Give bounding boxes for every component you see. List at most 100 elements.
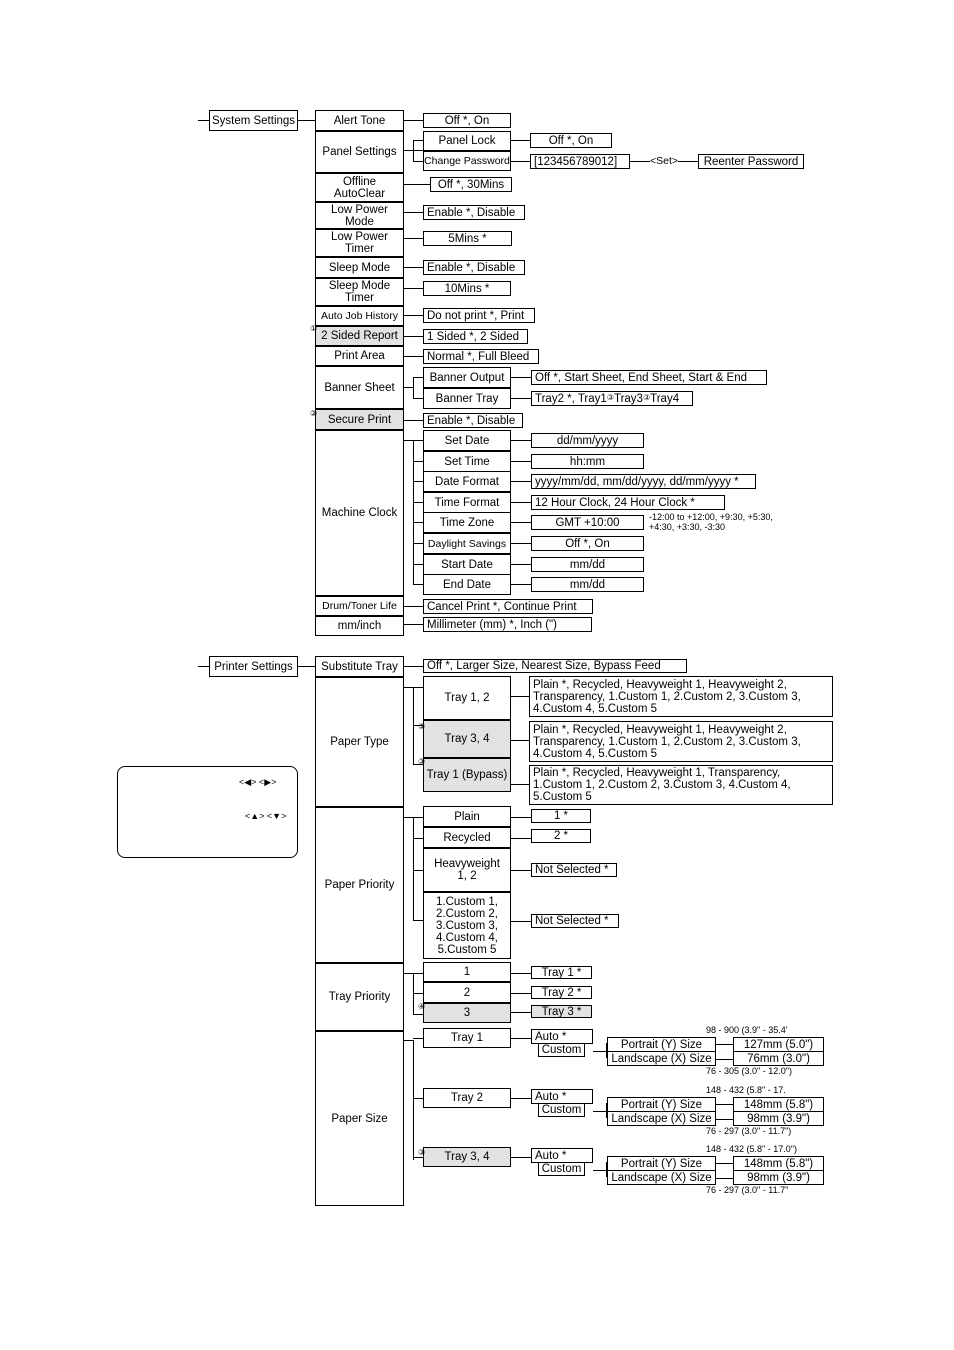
connector-line xyxy=(403,184,430,185)
tray2-custom-value: Custom xyxy=(538,1103,585,1117)
secure-print-node: Secure Print xyxy=(315,409,404,430)
time-zone-value: GMT +10:00 xyxy=(531,515,644,530)
drum-toner-life-value: Cancel Print *, Continue Print xyxy=(423,599,593,614)
connector-line xyxy=(716,1163,733,1164)
tray34-landscape-range: 76 - 297 (3.0" - 11.7" xyxy=(706,1185,789,1195)
tray1-landscape-range: 76 - 305 (3.0" - 12.0") xyxy=(706,1066,792,1076)
circled-three-mark: ③ xyxy=(418,722,426,731)
low-power-timer-value: 5Mins * xyxy=(423,231,512,246)
tray-3-4-type-value: Plain *, Recycled, Heavyweight 1, Heavyw… xyxy=(529,721,833,762)
printer-settings-node: Printer Settings xyxy=(209,656,298,677)
mm-inch-node: mm/inch xyxy=(315,616,404,636)
low-power-mode-node: Low Power Mode xyxy=(315,202,404,229)
connector-line xyxy=(511,696,529,697)
connector-line xyxy=(716,1104,733,1105)
offline-autoclear-node: Offline AutoClear xyxy=(315,173,404,202)
connector-line xyxy=(413,764,423,765)
tray-priority-1-node: 1 xyxy=(423,962,511,982)
connector-line xyxy=(606,1162,607,1177)
circled-three-mark: ③ xyxy=(606,393,614,402)
connector-line xyxy=(403,666,423,667)
heavyweight-priority-value: Not Selected * xyxy=(531,863,617,877)
set-time-node: Set Time xyxy=(423,451,511,472)
connector-line xyxy=(403,387,413,388)
tray-priority-3-node: 3 xyxy=(423,1003,511,1023)
tray34-landscape-node: Landscape (X) Size xyxy=(607,1170,716,1185)
connector-line xyxy=(413,920,423,921)
connector-line xyxy=(511,973,531,974)
connector-line xyxy=(413,161,423,162)
connector-line xyxy=(413,377,423,378)
connector-line xyxy=(198,666,209,667)
tray-priority-3-value: Tray 3 * xyxy=(531,1005,592,1018)
connector-line xyxy=(298,120,315,121)
tray1-portrait-node: Portrait (Y) Size xyxy=(607,1037,716,1052)
connector-line xyxy=(511,1098,531,1099)
offline-autoclear-value: Off *, 30Mins xyxy=(430,177,512,192)
connector-line xyxy=(606,1117,607,1118)
connector-line xyxy=(511,502,531,503)
connector-line xyxy=(403,212,423,213)
key-legend-box: <◀> <▶> <▲> <▼> xyxy=(117,766,298,858)
connector-line xyxy=(413,1040,414,1160)
end-date-value: mm/dd xyxy=(531,577,644,592)
connector-line xyxy=(606,1103,607,1118)
mm-inch-value: Millimeter (mm) *, Inch (") xyxy=(423,617,592,632)
circled-three-mark: ③ xyxy=(418,757,426,766)
tray2-portrait-range: 148 - 432 (5.8" - 17. xyxy=(706,1085,786,1095)
connector-line xyxy=(716,1178,733,1179)
tray-priority-2-value: Tray 2 * xyxy=(531,986,592,999)
connector-line xyxy=(593,1170,607,1171)
connector-line xyxy=(511,817,531,818)
tray2-landscape-node: Landscape (X) Size xyxy=(607,1111,716,1126)
connector-line xyxy=(511,161,530,162)
set-key-label: <Set> xyxy=(650,155,678,167)
connector-line xyxy=(198,120,209,121)
connector-line xyxy=(511,993,531,994)
connector-line xyxy=(511,784,529,785)
connector-line xyxy=(511,870,531,871)
date-format-node: Date Format xyxy=(423,471,511,492)
connector-line xyxy=(413,687,423,688)
connector-line xyxy=(593,1051,607,1052)
tray2-landscape-range: 76 - 297 (3.0" - 11.7") xyxy=(706,1126,792,1136)
connector-line xyxy=(511,377,531,378)
tray34-portrait-value: 148mm (5.8") xyxy=(733,1156,824,1171)
tray2-landscape-value: 98mm (3.9") xyxy=(733,1111,824,1126)
panel-lock-value: Off *, On xyxy=(530,133,612,148)
substitute-tray-node: Substitute Tray xyxy=(315,656,404,677)
print-area-node: Print Area xyxy=(315,346,404,366)
tray1-auto-value: Auto * xyxy=(531,1029,593,1044)
tray-priority-1-value: Tray 1 * xyxy=(531,966,592,979)
connector-line xyxy=(606,1043,607,1058)
drum-toner-life-node: Drum/Toner Life xyxy=(315,596,404,616)
tray34-size-node: Tray 3, 4 xyxy=(423,1147,511,1167)
connector-line xyxy=(403,356,423,357)
auto-job-history-value: Do not print *, Print xyxy=(423,308,535,323)
connector-line xyxy=(716,1059,733,1060)
connector-line xyxy=(413,543,423,544)
connector-line xyxy=(403,288,423,289)
substitute-tray-value: Off *, Larger Size, Nearest Size, Bypass… xyxy=(423,659,687,673)
connector-line xyxy=(678,161,698,162)
paper-type-node: Paper Type xyxy=(315,677,404,807)
connector-line xyxy=(511,481,531,482)
connector-line xyxy=(403,315,423,316)
circled-two-mark: ② xyxy=(310,409,318,418)
two-sided-report-node: 2 Sided Report xyxy=(315,326,404,346)
connector-line xyxy=(413,140,423,141)
tray1-portrait-range: 98 - 900 (3.9" - 35.4' xyxy=(706,1025,788,1035)
tray2-portrait-node: Portrait (Y) Size xyxy=(607,1097,716,1112)
connector-line xyxy=(298,666,315,667)
connector-line xyxy=(413,1098,423,1099)
alert-tone-node: Alert Tone xyxy=(315,110,404,131)
tray2-portrait-value: 148mm (5.8") xyxy=(733,1097,824,1112)
connector-line xyxy=(511,838,531,839)
connector-line xyxy=(593,1111,607,1112)
daylight-savings-node: Daylight Savings xyxy=(423,533,511,554)
banner-output-node: Banner Output xyxy=(423,367,511,388)
connector-line xyxy=(413,817,414,920)
connector-line xyxy=(413,725,423,726)
banner-tray-node: Banner Tray xyxy=(423,388,511,409)
